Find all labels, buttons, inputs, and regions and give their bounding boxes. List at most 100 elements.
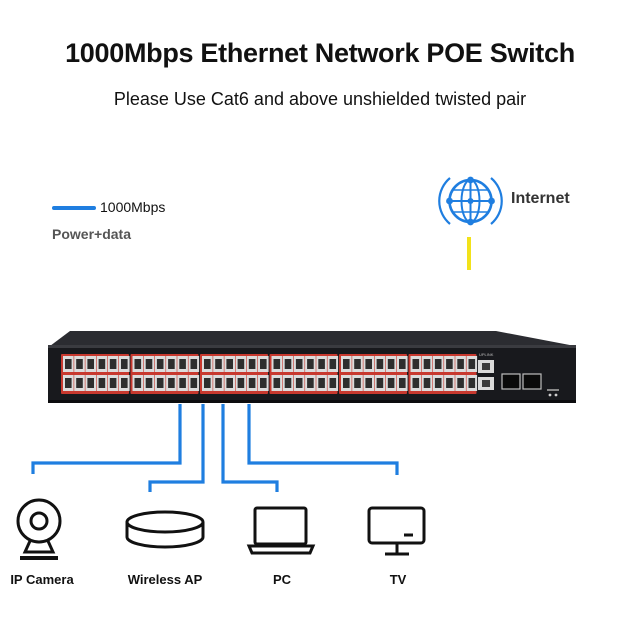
rj45-port-opening <box>354 378 361 388</box>
sfp-port <box>501 373 521 390</box>
legend-speed-label: 1000Mbps <box>100 199 166 215</box>
rj45-port-opening <box>87 378 94 388</box>
device-label-ip-camera: IP Camera <box>10 572 74 587</box>
rj45-port-opening <box>387 378 395 388</box>
rj45-port-opening <box>423 378 431 388</box>
status-led <box>554 393 558 397</box>
rj45-port-opening <box>145 378 153 388</box>
rj45-port-opening <box>226 359 233 369</box>
rj45-port-opening <box>446 378 453 388</box>
rj45-port-opening <box>376 359 384 369</box>
rj45-port-opening <box>376 378 384 388</box>
rj45-port-opening <box>98 359 106 369</box>
rj45-port-opening <box>190 378 198 388</box>
rj45-port-opening <box>457 378 464 388</box>
rj45-port-opening <box>295 359 303 369</box>
rj45-port-opening <box>354 359 361 369</box>
rj45-port-opening <box>457 359 464 369</box>
rj45-port-opening <box>434 359 442 369</box>
legend-line <box>52 206 96 210</box>
port-blocks <box>61 354 478 394</box>
cable-pc <box>221 404 279 492</box>
rj45-port-opening <box>121 378 128 388</box>
rj45-port-opening <box>329 359 337 369</box>
status-led <box>548 393 552 397</box>
rj45-port-opening <box>87 359 94 369</box>
rj45-port-opening <box>98 378 106 388</box>
rj45-port-opening <box>399 378 406 388</box>
rj45-port-opening <box>168 359 175 369</box>
rj45-port-opening <box>412 378 420 388</box>
rj45-port-opening <box>156 378 164 388</box>
rj45-port-opening <box>109 359 117 369</box>
device-label-tv: TV <box>389 572 407 587</box>
rj45-port-opening <box>215 359 222 369</box>
rj45-port-opening <box>318 378 325 388</box>
rj45-port-opening <box>134 359 142 369</box>
uplink-text: UPLINK <box>479 352 494 357</box>
rj45-port-opening <box>65 359 72 369</box>
poe-switch: UPLINK <box>48 331 576 403</box>
rj45-port-opening <box>387 359 395 369</box>
cable-ip-camera <box>31 404 182 474</box>
rj45-port-opening <box>248 359 256 369</box>
rj45-port-opening <box>204 378 211 388</box>
rj45-port-opening <box>446 359 453 369</box>
rj45-port-opening <box>423 359 431 369</box>
rj45-port-opening <box>307 378 314 388</box>
rj45-port-opening <box>248 378 256 388</box>
page-subtitle: Please Use Cat6 and above unshielded twi… <box>113 89 527 109</box>
rj45-port-opening <box>468 378 476 388</box>
ip-camera-icon <box>16 498 62 560</box>
rj45-port-opening <box>260 378 267 388</box>
rj45-port-opening <box>76 359 83 369</box>
rj45-port-opening <box>179 359 186 369</box>
rj45-port-opening <box>260 359 267 369</box>
cable-wireless-ap <box>148 404 205 492</box>
globe-nodes <box>446 176 495 226</box>
rj45-port-opening <box>109 378 117 388</box>
rj45-port-opening <box>343 359 350 369</box>
rj45-port-opening <box>204 359 211 369</box>
rj45-port-opening <box>134 378 142 388</box>
rj45-port-opening <box>284 359 292 369</box>
monitor-icon <box>367 506 426 556</box>
rj45-port-opening <box>237 378 245 388</box>
rj45-port-opening <box>343 378 350 388</box>
rj45-port-opening <box>273 359 281 369</box>
device-label-pc: PC <box>272 572 292 587</box>
rj45-port-opening <box>273 378 281 388</box>
rj45-port-opening <box>237 359 245 369</box>
rj45-port-opening <box>434 378 442 388</box>
rj45-port-opening <box>121 359 128 369</box>
page-title: 1000Mbps Ethernet Network POE Switch <box>65 38 575 68</box>
cable-tv <box>247 404 399 475</box>
wireless-ap-icon <box>125 510 205 549</box>
rj45-port-opening <box>329 378 337 388</box>
rj45-port-opening <box>190 359 198 369</box>
rj45-port-opening <box>145 359 153 369</box>
rj45-port-opening <box>365 359 372 369</box>
rj45-port-opening <box>226 378 233 388</box>
connection-cables <box>31 404 399 492</box>
sfp-port <box>522 373 542 390</box>
rj45-port-opening <box>179 378 186 388</box>
rj45-port-opening <box>284 378 292 388</box>
rj45-port-opening <box>295 378 303 388</box>
rj45-port-opening <box>399 359 406 369</box>
internet-label: Internet <box>511 190 570 207</box>
rj45-port-opening <box>318 359 325 369</box>
rj45-port-opening <box>168 378 175 388</box>
device-label-wireless-ap: Wireless AP <box>127 572 203 587</box>
rj45-port-opening <box>65 378 72 388</box>
legend-power-label: Power+data <box>52 226 131 242</box>
rj45-port-opening <box>76 378 83 388</box>
rj45-port-opening <box>156 359 164 369</box>
rj45-port-opening <box>468 359 476 369</box>
rj45-port-opening <box>215 378 222 388</box>
rj45-port-opening <box>412 359 420 369</box>
rj45-port-opening <box>365 378 372 388</box>
rj45-port-opening <box>307 359 314 369</box>
laptop-icon <box>246 506 316 555</box>
